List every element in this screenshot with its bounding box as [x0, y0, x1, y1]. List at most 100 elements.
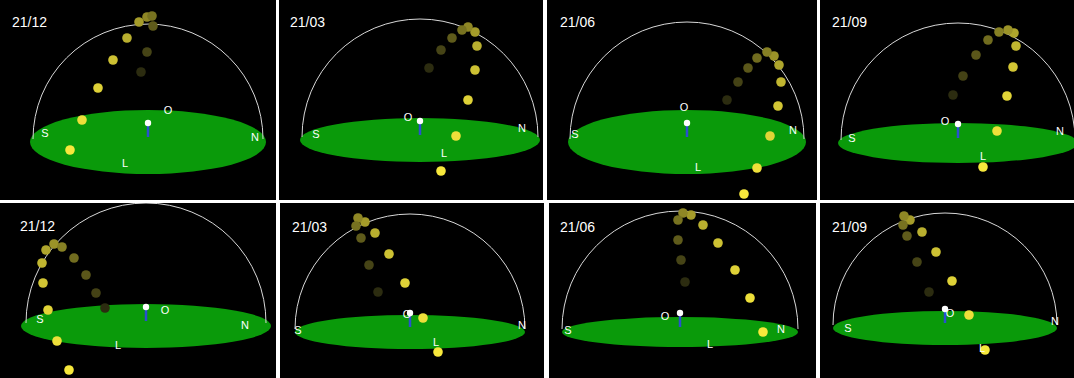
panel [820, 0, 1074, 200]
sun-position [680, 277, 690, 287]
sun-position [472, 41, 482, 51]
observer [145, 310, 148, 321]
direction-label: N [1051, 316, 1059, 327]
date-label: 21/12 [12, 15, 47, 29]
sun-position [436, 45, 446, 55]
sun-position [100, 303, 110, 313]
date-label: 21/06 [560, 220, 595, 234]
panel-background [0, 0, 276, 200]
ground-plane [833, 311, 1057, 345]
sun-position [37, 258, 47, 268]
sun-position [356, 233, 366, 243]
direction-label: S [564, 325, 571, 336]
sun-position [1008, 62, 1018, 72]
panel-background [820, 0, 1074, 200]
direction-label: N [251, 132, 259, 143]
panel-background [0, 203, 276, 378]
sun-position [902, 231, 912, 241]
ground-plane [21, 304, 271, 348]
direction-label: N [789, 125, 797, 136]
direction-label: O [941, 116, 950, 127]
sun-position [673, 215, 683, 225]
sun-position [958, 71, 968, 81]
ground-plane [562, 317, 798, 347]
sun-position [686, 210, 696, 220]
sun-position [65, 145, 75, 155]
sky-dome [833, 213, 1057, 325]
sun-position [1011, 41, 1021, 51]
sun-position [698, 220, 708, 230]
sun-position [433, 347, 443, 357]
sun-position [64, 365, 74, 375]
sun-position [41, 245, 51, 255]
observer [679, 316, 682, 327]
sun-position [1003, 25, 1013, 35]
sun-position [758, 327, 768, 337]
sun-position [148, 21, 158, 31]
direction-label: O [404, 112, 413, 123]
sun-position [765, 131, 775, 141]
direction-label: S [36, 314, 43, 325]
sun-position [917, 227, 927, 237]
direction-label: L [433, 337, 439, 348]
sun-position [142, 47, 152, 57]
sky-dome [26, 203, 266, 323]
panel [279, 0, 543, 200]
ground-plane [300, 118, 540, 162]
sun-position [418, 313, 428, 323]
sun-position [424, 63, 434, 73]
observer-head [143, 304, 149, 310]
ground-plane [838, 123, 1074, 163]
observer [419, 124, 422, 135]
observer [147, 126, 150, 137]
direction-label: S [41, 128, 48, 139]
sun-position [898, 220, 908, 230]
direction-label: N [1056, 126, 1064, 137]
sun-position [373, 287, 383, 297]
sun-position [739, 189, 749, 199]
date-label: 21/03 [292, 220, 327, 234]
sky-dome [562, 211, 798, 329]
direction-label: N [518, 320, 526, 331]
observer-head [145, 120, 151, 126]
date-label: 21/12 [20, 219, 55, 233]
sun-position [948, 90, 958, 100]
observer-head [677, 310, 683, 316]
sun-position [743, 63, 753, 73]
direction-label: S [844, 323, 851, 334]
direction-label: L [980, 151, 986, 162]
ground-plane [295, 315, 525, 349]
sky-dome [33, 24, 263, 139]
sun-position [81, 270, 91, 280]
sun-position [122, 33, 132, 43]
sky-dome [295, 214, 525, 329]
sun-position [364, 260, 374, 270]
sun-position [713, 238, 723, 248]
sun-position [978, 162, 988, 172]
panel [549, 203, 816, 378]
sun-position [912, 257, 922, 267]
observer-head [684, 120, 690, 126]
observer-head [417, 118, 423, 124]
direction-label: O [161, 305, 170, 316]
panel-background [820, 203, 1074, 378]
sun-position [673, 235, 683, 245]
ground-plane [30, 110, 266, 174]
direction-label: O [680, 102, 689, 113]
sun-position [773, 101, 783, 111]
panel [0, 0, 276, 200]
sun-position [752, 163, 762, 173]
sky-dome [570, 22, 804, 139]
sun-position [52, 336, 62, 346]
sun-position [43, 305, 53, 315]
panel [280, 203, 544, 378]
panel [547, 0, 817, 200]
direction-label: L [441, 148, 447, 159]
direction-label: S [294, 325, 301, 336]
sun-position [676, 255, 686, 265]
direction-label: L [695, 162, 701, 173]
panel-background [279, 0, 543, 200]
